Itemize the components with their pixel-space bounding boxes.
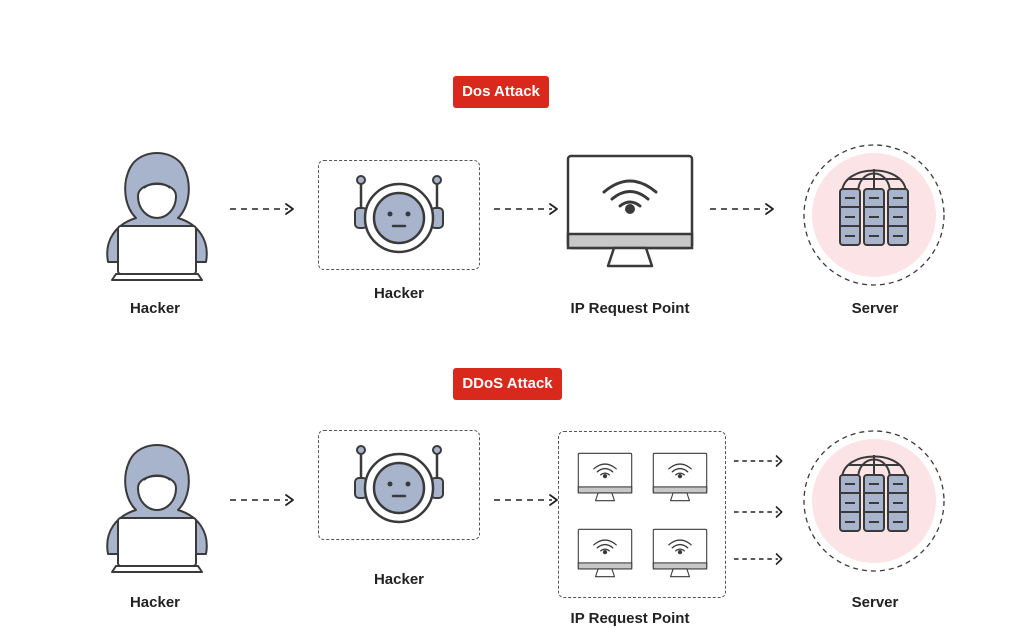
ddos-monitor-2 (652, 451, 708, 503)
ddos-monitor-1 (577, 451, 633, 503)
ddos-arrow-1 (229, 494, 296, 512)
dos-request-label: IP Request Point (570, 300, 690, 317)
ddos-server-icon (803, 430, 945, 572)
dos-attack-badge: Dos Attack (453, 76, 549, 108)
dos-arrow-1 (229, 203, 296, 221)
ddos-hacker-figure (98, 436, 218, 576)
dos-bot-label: Hacker (373, 285, 425, 302)
ddos-hacker-label: Hacker (129, 594, 181, 611)
dos-bot-icon (351, 174, 447, 256)
dos-server-icon (803, 144, 945, 286)
ddos-arrow-4 (733, 506, 784, 524)
ddos-monitor-4 (652, 527, 708, 579)
ddos-arrow-5 (733, 553, 784, 571)
ddos-bot-label: Hacker (373, 571, 425, 588)
dos-arrow-2 (493, 203, 560, 221)
dos-hacker-label: Hacker (129, 300, 181, 317)
ddos-bot-box (318, 430, 480, 540)
ddos-attack-badge: DDoS Attack (453, 368, 562, 400)
dos-server-label: Server (851, 300, 899, 317)
dos-bot-box (318, 160, 480, 270)
ddos-monitor-3 (577, 527, 633, 579)
ddos-arrow-3 (733, 455, 784, 473)
dos-hacker-figure (98, 144, 218, 284)
ddos-arrow-2 (493, 494, 560, 512)
dos-request-monitor (566, 154, 694, 269)
dos-arrow-3 (709, 203, 776, 221)
ddos-request-label: IP Request Point (570, 610, 690, 627)
ddos-request-box (558, 431, 726, 598)
ddos-bot-icon (351, 444, 447, 526)
ddos-server-label: Server (851, 594, 899, 611)
